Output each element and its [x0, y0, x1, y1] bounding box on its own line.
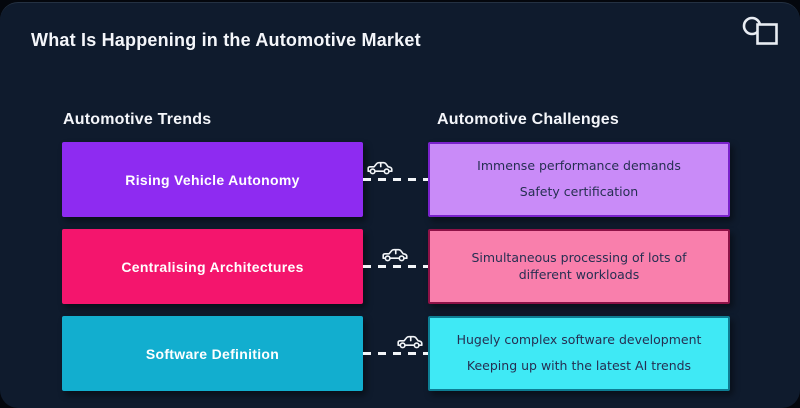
- page-title: What Is Happening in the Automotive Mark…: [31, 30, 421, 50]
- challenge-item: Safety certification: [519, 184, 639, 200]
- challenges-column-header: Automotive Challenges: [437, 111, 620, 128]
- trend-box: Centralising Architectures: [62, 229, 363, 304]
- connector: [363, 316, 428, 391]
- dashed-connector-line: [363, 265, 428, 268]
- diagram-row: Software Definition Hugely complex softw…: [62, 316, 730, 391]
- trend-box: Software Definition: [62, 316, 363, 391]
- car-icon: [396, 333, 424, 355]
- challenge-box: Simultaneous processing of lots of diffe…: [428, 229, 730, 304]
- trend-box: Rising Vehicle Autonomy: [62, 142, 363, 217]
- car-icon: [381, 246, 409, 268]
- circle-square-logo-icon: [741, 15, 787, 51]
- dashed-connector-line: [363, 178, 428, 181]
- diagram-row: Centralising Architectures Simultaneous …: [62, 229, 730, 304]
- diagram-area: Automotive Trends Automotive Challenges …: [62, 111, 730, 395]
- challenge-item: Simultaneous processing of lots of diffe…: [471, 249, 687, 282]
- car-icon: [366, 159, 394, 181]
- connector: [363, 142, 428, 217]
- challenge-item: Immense performance demands: [477, 157, 681, 173]
- diagram-row: Rising Vehicle Autonomy Immense performa…: [62, 142, 730, 217]
- dashed-connector-line: [363, 352, 428, 355]
- challenge-item: Hugely complex software development: [456, 331, 702, 347]
- challenge-item: Keeping up with the latest AI trends: [466, 358, 692, 374]
- connector: [363, 229, 428, 304]
- trends-column-header: Automotive Trends: [63, 111, 212, 128]
